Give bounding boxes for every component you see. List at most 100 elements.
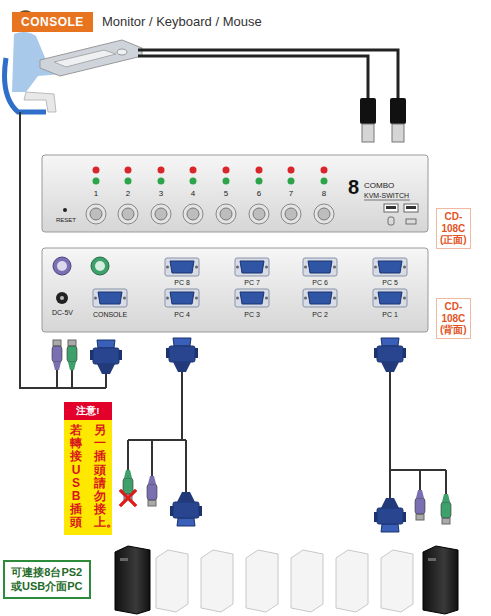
- pc-placeholder: [381, 550, 413, 612]
- vga-port: [374, 297, 377, 300]
- rear-ports: [56, 292, 68, 304]
- ps2-plug: [147, 484, 157, 500]
- vga-port: [240, 292, 264, 304]
- vga-port: [378, 292, 402, 304]
- vga-port: [235, 258, 269, 276]
- select-button: [187, 208, 199, 220]
- ps2-plug: [123, 478, 133, 494]
- rear-ports: [57, 261, 67, 271]
- vga-plug: [374, 338, 406, 372]
- logo-rule: [364, 200, 410, 201]
- vga-plug: [177, 518, 195, 526]
- port-label: PC 8: [174, 279, 190, 286]
- vga-port: [166, 266, 169, 269]
- vga-port: [373, 289, 407, 307]
- vga-port: [98, 292, 122, 304]
- console-wire: [138, 50, 398, 100]
- vga-plug: [90, 350, 93, 360]
- led-green: [321, 178, 328, 185]
- rear-ports: [53, 257, 71, 275]
- node-text: RESET: [56, 217, 76, 223]
- node-text: 若轉接USB插頭: [70, 424, 82, 530]
- warning-note: 注意!若轉接USB插頭另一插頭請勿接上。: [64, 402, 112, 535]
- vga-port: [240, 261, 264, 273]
- vga-plug: [97, 340, 115, 348]
- vga-plug: [199, 506, 202, 516]
- vga-port: [235, 289, 269, 307]
- rear-panel: [42, 248, 428, 332]
- vga-plug: [374, 512, 377, 522]
- vga-port: [94, 297, 97, 300]
- vga-port: [123, 297, 126, 300]
- vga-port: [236, 297, 239, 300]
- caption-text: Monitor / Keyboard / Mouse: [102, 15, 262, 28]
- console-tag: CONSOLE: [12, 12, 93, 32]
- node-text: 注意!: [64, 402, 112, 420]
- legs: [24, 92, 56, 112]
- ps2-plug: [147, 476, 157, 506]
- select-button: [285, 208, 297, 220]
- pc-cable: [390, 370, 446, 498]
- vga-port: [236, 266, 239, 269]
- select-button: [249, 204, 269, 224]
- node-text: KVM-SWITCH: [364, 192, 409, 199]
- mouse: [117, 49, 127, 55]
- usb-plug: [362, 124, 374, 142]
- node-text: DC-5V: [52, 309, 73, 316]
- panel-caption: CD-108C (正面): [436, 208, 471, 249]
- select-button: [90, 208, 102, 220]
- vga-plug: [173, 502, 199, 518]
- vga-port: [373, 258, 407, 276]
- vga-port: [303, 258, 337, 276]
- keyboard: [54, 50, 116, 67]
- ps2-plug: [442, 518, 450, 524]
- led-green: [223, 178, 230, 185]
- pc-tower: [423, 546, 458, 614]
- port-number: 2: [126, 190, 130, 198]
- vga-plug: [403, 512, 406, 522]
- port-number: 7: [289, 190, 293, 198]
- usb-port: [384, 204, 398, 212]
- vga-port: [304, 297, 307, 300]
- vga-plug: [377, 346, 403, 362]
- port-number: 4: [191, 190, 195, 198]
- vga-plug: [381, 524, 399, 532]
- led-red: [190, 167, 197, 174]
- select-button: [220, 208, 232, 220]
- led-green: [256, 178, 263, 185]
- vga-port: [165, 258, 199, 276]
- usb-plug: [390, 98, 406, 124]
- do-not-connect-mark: [120, 490, 136, 506]
- vga-plug: [374, 498, 406, 532]
- vga-port: [265, 266, 268, 269]
- ps2-plug: [68, 362, 76, 370]
- ps2-plug: [53, 340, 61, 346]
- pc-placeholder: [201, 550, 233, 612]
- vga-plug: [177, 492, 195, 502]
- pc-tower: [428, 558, 436, 561]
- vga-port: [195, 266, 198, 269]
- vga-plug: [166, 348, 169, 358]
- vga-port: [333, 297, 336, 300]
- port-label: PC 5: [382, 279, 398, 286]
- pc-placeholder: [246, 550, 278, 612]
- vga-plug: [173, 362, 191, 372]
- panel-caption: CD-108C (背面): [436, 298, 471, 339]
- node-text: CD-108C (背面): [440, 301, 467, 336]
- ps2-plug: [148, 476, 156, 484]
- vga-port: [378, 261, 402, 273]
- vga-port: [303, 289, 337, 307]
- port-number: 3: [159, 190, 163, 198]
- node-text: 可連接8台PS2 或USB介面PC: [11, 565, 83, 594]
- vga-plug: [97, 364, 115, 374]
- pc-tower: [115, 546, 150, 614]
- info-box: 可連接8台PS2 或USB介面PC: [3, 560, 91, 599]
- ps2-plug: [148, 500, 156, 506]
- ps2-plug: [416, 514, 424, 520]
- port-number: 8: [322, 190, 326, 198]
- ps2-plug: [52, 340, 62, 370]
- vga-plug: [195, 348, 198, 358]
- ps2-plug: [68, 340, 76, 346]
- vga-port: [170, 292, 194, 304]
